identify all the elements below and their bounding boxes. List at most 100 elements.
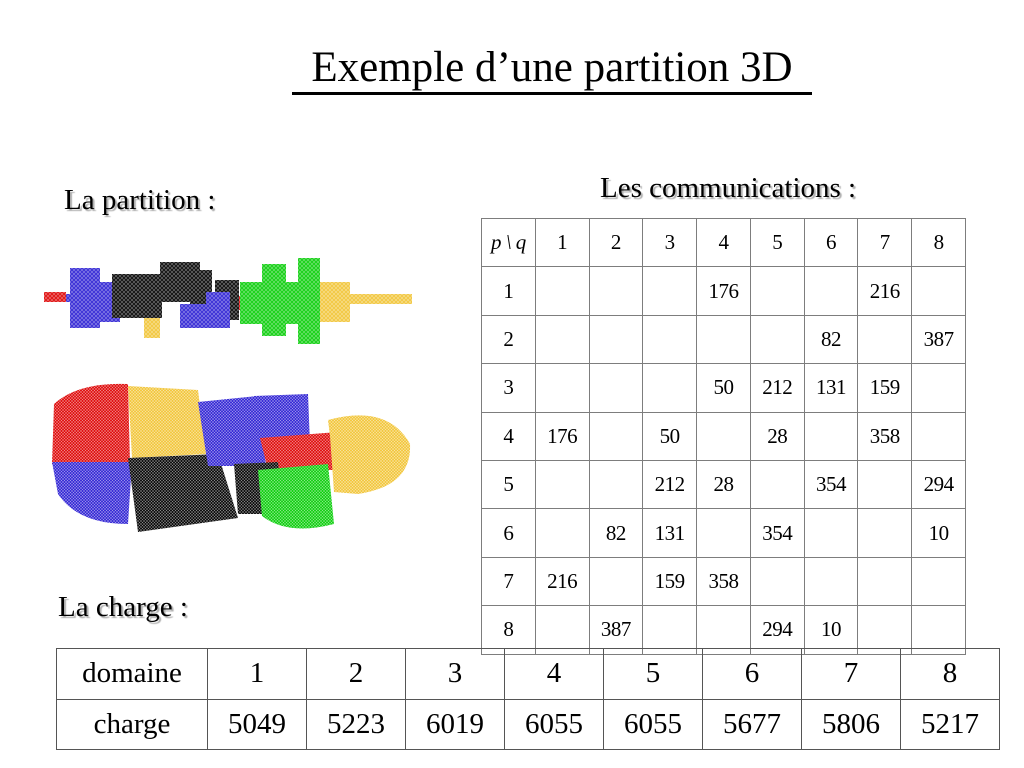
charge-domain-cell: 4 [504,648,604,700]
comm-cell: 354 [803,459,859,510]
charge-domain-cell: 7 [801,648,901,700]
partition-mesh-3d-view [48,374,416,540]
comm-cell: 216 [857,266,913,316]
charge-value-cell: 6019 [405,698,505,750]
comm-cell: 159 [857,363,913,413]
comm-cell: 358 [696,556,751,607]
comm-cell [749,314,805,365]
comm-cell: 50 [642,411,698,461]
comm-cell: 176 [534,411,590,461]
comm-cell [911,605,966,655]
comm-cell [534,459,590,510]
comm-cell: 159 [642,556,698,607]
comm-cell [857,314,913,365]
comm-column-header: 2 [588,217,644,268]
comm-cell: 387 [911,314,966,365]
comm-column-header: 7 [857,217,913,268]
comm-row-header: 5 [481,459,536,510]
comm-row-header: 2 [481,314,536,365]
partition-mesh-side-view [40,252,420,352]
charge-label: La charge : [58,591,188,623]
charge-value-cell: 5217 [900,698,1000,750]
comm-row-header: 7 [481,556,536,607]
comm-row-header: 1 [481,266,536,316]
comm-cell [749,459,805,510]
comm-cell [803,266,859,316]
comm-cell [911,266,966,316]
partition-label: La partition : [64,184,216,216]
comm-cell [803,508,859,558]
charge-value-cell: 5677 [702,698,802,750]
comm-cell [696,605,751,655]
comm-column-header: 8 [911,217,966,268]
comm-cell: 176 [696,266,751,316]
charge-domain-label: domaine [56,648,208,700]
comm-cell: 358 [857,411,913,461]
comm-row-header: 8 [481,605,536,655]
comm-column-header: 3 [642,217,698,268]
comm-row: 2 82 387 [481,314,966,365]
comm-cell [749,266,805,316]
comm-cell: 354 [749,508,805,558]
comm-cell [911,363,966,413]
charge-value-cell: 5223 [306,698,406,750]
comm-cell: 82 [803,314,859,365]
comm-cell [534,363,590,413]
comm-cell [588,556,644,607]
comm-cell: 212 [749,363,805,413]
comm-cell: 131 [803,363,859,413]
charge-value-cell: 5806 [801,698,901,750]
comm-cell [642,605,698,655]
comm-cell [588,459,644,510]
comm-cell [857,459,913,510]
comm-column-header: 6 [803,217,859,268]
comm-cell [642,363,698,413]
comm-corner-cell: p \ q [481,217,536,268]
comm-row-header: 4 [481,411,536,461]
comm-cell [642,314,698,365]
comm-cell [588,314,644,365]
communications-label: Les communications : [600,172,857,204]
comm-cell: 10 [911,508,966,558]
comm-cell [588,363,644,413]
charge-domain-cell: 1 [207,648,307,700]
comm-cell [588,411,644,461]
comm-cell [534,314,590,365]
comm-column-header: 5 [749,217,805,268]
comm-cell: 82 [588,508,644,558]
charge-domain-cell: 5 [603,648,703,700]
comm-cell [857,508,913,558]
comm-cell: 28 [696,459,751,510]
comm-row-header: 6 [481,508,536,558]
comm-column-header: 1 [534,217,590,268]
comm-cell [911,556,966,607]
comm-cell: 10 [803,605,859,655]
comm-cell [642,266,698,316]
charge-domain-cell: 2 [306,648,406,700]
comm-row-header: 3 [481,363,536,413]
page-title: Exemple d’une partition 3D [311,44,793,91]
comm-cell [911,411,966,461]
comm-row: 1 176 216 [481,266,966,316]
comm-cell: 387 [588,605,644,655]
charge-value-cell: 6055 [504,698,604,750]
title-underline [292,92,812,95]
comm-cell [534,508,590,558]
comm-cell [749,556,805,607]
charge-domain-cell: 8 [900,648,1000,700]
comm-cell: 294 [911,459,966,510]
comm-cell: 212 [642,459,698,510]
comm-cell [588,266,644,316]
comm-cell: 28 [749,411,805,461]
comm-cell [857,556,913,607]
